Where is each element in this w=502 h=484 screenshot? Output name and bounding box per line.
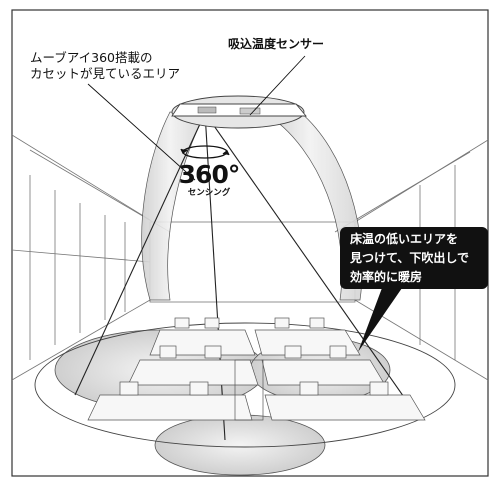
rotation-arrow-icon: [180, 145, 230, 159]
camera-area-callout-line2: カセットが見ているエリア: [30, 66, 181, 81]
sensing-360-caption: センシング: [187, 188, 231, 198]
camera-area-callout: ムーブアイ360搭載の カセットが見ているエリア: [30, 50, 180, 82]
bubble-line3: 効率的に暖房: [350, 270, 423, 284]
callout-leaders: [87, 55, 306, 181]
bubble-line1: 床温の低いエリアを: [350, 232, 459, 246]
frame-border: [11, 9, 489, 477]
heating-speech-bubble: 床温の低いエリアを 見つけて、下吹出しで 効率的に暖房: [340, 227, 488, 289]
office-desks: [87, 317, 426, 421]
ceiling-cassette-unit: [171, 95, 307, 129]
bubble-line2: 見つけて、下吹出しで: [350, 251, 470, 265]
sensing-360-badge: 360° センシング: [174, 160, 244, 199]
airflow-left: [141, 111, 206, 301]
sensing-360-number: 360°: [178, 160, 241, 189]
bubble-pointer: [358, 288, 402, 352]
intake-sensor-callout: 吸込温度センサー: [228, 37, 325, 51]
sensing-cone: [74, 112, 421, 441]
camera-area-callout-line1: ムーブアイ360搭載の: [30, 50, 153, 65]
sensing-area-outline: [34, 322, 456, 448]
